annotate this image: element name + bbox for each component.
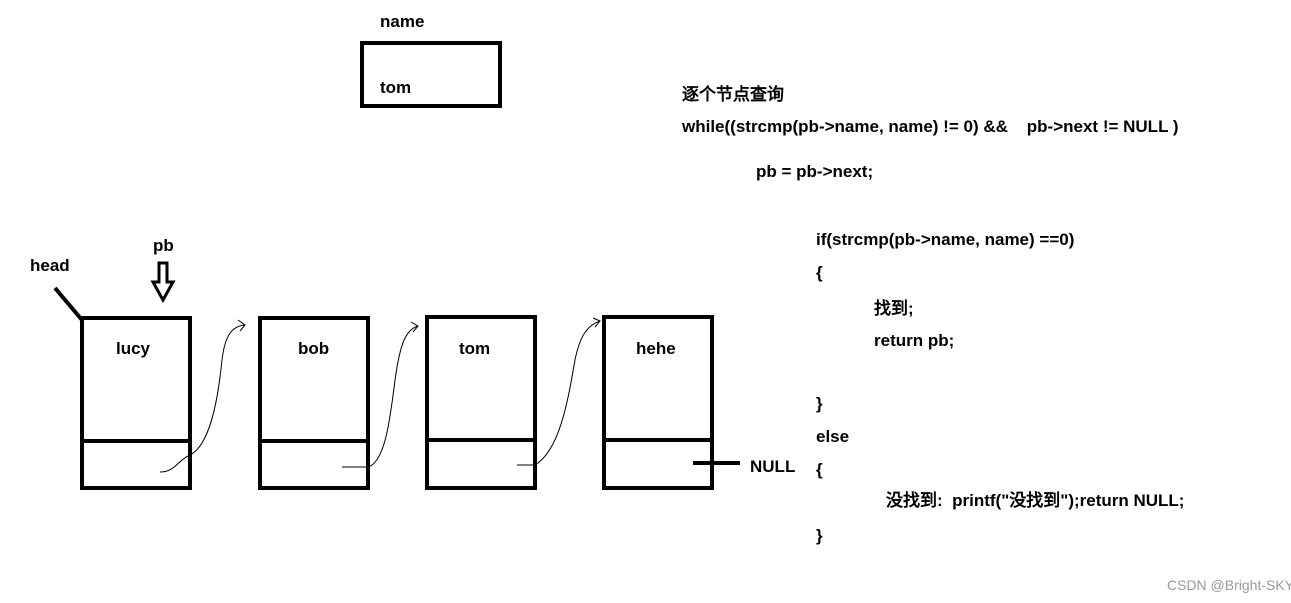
next-link-arrow [342,321,419,468]
name-value: tom [380,78,412,97]
node-name-tom: tom [459,339,491,358]
name-label: name [380,12,425,31]
node-hehe [602,315,714,490]
code-line: return pb; [874,331,955,350]
code-line: if(strcmp(pb->name, name) ==0) [816,230,1075,249]
pb-arrow-icon [150,261,176,304]
null-label: NULL [750,457,796,476]
head-pointer-line [53,286,84,322]
code-line: } [816,526,823,545]
head-label: head [30,256,70,275]
code-line: else [816,427,850,446]
node-name-lucy: lucy [116,339,151,358]
watermark: CSDN @Bright-SKY [1167,577,1291,593]
node-tom [425,315,537,490]
code-line: 找到; [874,299,914,318]
next-link-arrow [159,319,246,473]
code-line: pb = pb->next; [756,162,874,181]
pb-label: pb [153,236,174,255]
name-box [360,41,502,108]
code-line: 没找到: printf("没找到");return NULL; [886,491,1185,510]
code-line: } [816,394,823,413]
code-line: while((strcmp(pb->name, name) != 0) && p… [682,117,1179,136]
code-line: { [816,263,823,282]
node-name-hehe: hehe [636,339,676,358]
node-name-bob: bob [298,339,330,358]
code-line: { [816,460,823,479]
next-link-arrow [517,317,601,466]
node-lucy [80,316,192,490]
code-title: 逐个节点查询 [682,85,784,104]
node-bob [258,316,370,490]
